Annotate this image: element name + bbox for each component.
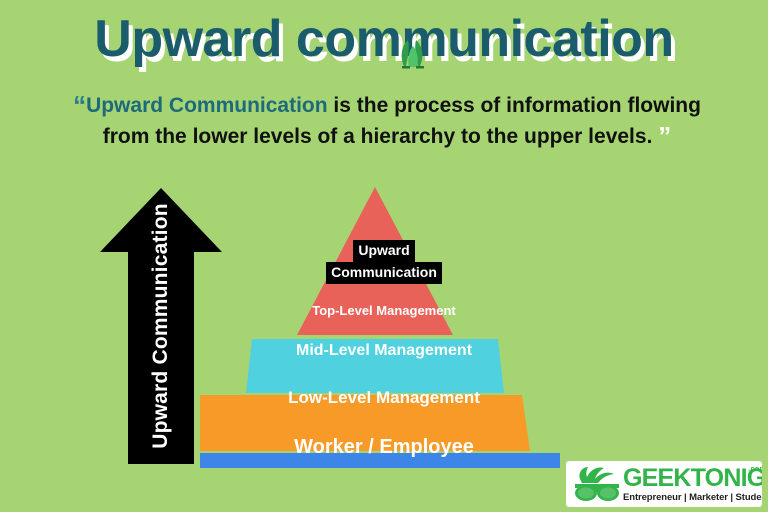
pyramid-tier-apex (297, 187, 453, 335)
quote-open-mark: “ (73, 90, 87, 120)
geek-glasses-icon (575, 467, 619, 501)
quote-block: “Upward Communication is the process of … (22, 90, 752, 152)
upward-arrow-icon (100, 188, 222, 464)
logo-domain-suffix: .com (748, 466, 762, 473)
page-title: Upward communication Upward communicatio… (0, 8, 768, 74)
page-title-echo: Upward communication (98, 15, 678, 73)
pyramid-tier-low-level (200, 453, 560, 468)
logo-wordmark: GEEKTONIGHT (623, 464, 762, 492)
geektonight-logo[interactable]: GEEKTONIGHT .com Entrepreneur | Marketer… (566, 461, 762, 507)
page-title-text: Upward communication (94, 10, 674, 68)
logo-tagline: Entrepreneur | Marketer | Student Guide (623, 492, 762, 503)
logo-tagline-dark: Entrepreneur | Marketer | Student (623, 492, 762, 503)
quote-accent-term: Upward Communication (86, 94, 328, 117)
quote-close-mark: ” (658, 121, 672, 151)
management-pyramid (200, 187, 560, 468)
pyramid-tier-mid-level (200, 395, 530, 451)
quote-body-line1: is the process of information flowing (327, 94, 701, 117)
quote-body-line2: from the lower levels of a hierarchy to … (102, 125, 659, 148)
pyramid-tier-top-level (246, 339, 504, 393)
